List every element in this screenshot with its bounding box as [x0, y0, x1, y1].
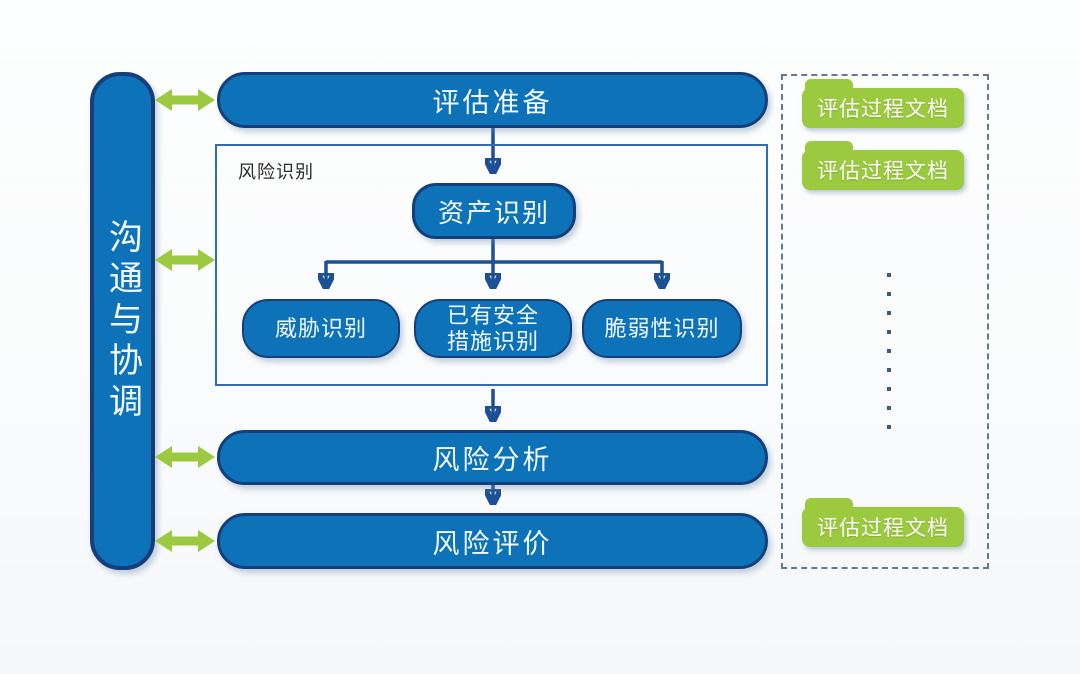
- asset-identification-label: 资产识别: [437, 197, 550, 228]
- process-document-folder-icon: 评估过程文档: [802, 79, 964, 128]
- asset-identification-node: 资产识别: [412, 183, 576, 239]
- communication-coordination-label: 沟通与协调: [103, 218, 142, 424]
- process-document-folder-icon: 评估过程文档: [802, 498, 964, 547]
- vulnerability-identification-label: 脆弱性识别: [604, 315, 720, 341]
- threat-identification-node: 威胁识别: [242, 299, 400, 358]
- risk-evaluation-node: 风险评价: [217, 513, 768, 569]
- existing-measures-identification-node: 已有安全 措施识别: [414, 299, 572, 358]
- bidirectional-arrow-icon: [154, 443, 216, 471]
- bidirectional-arrow-icon: [154, 246, 216, 274]
- risk-identification-group: [215, 144, 768, 386]
- vulnerability-identification-node: 脆弱性识别: [582, 299, 742, 358]
- risk-analysis-node: 风险分析: [217, 430, 768, 485]
- process-documents-panel: [781, 74, 989, 569]
- process-document-label: 评估过程文档: [817, 98, 949, 121]
- process-document-label: 评估过程文档: [817, 160, 949, 183]
- assessment-preparation-label: 评估准备: [432, 87, 553, 118]
- risk-analysis-label: 风险分析: [432, 445, 553, 475]
- risk-evaluation-label: 风险评价: [432, 528, 553, 559]
- communication-coordination-bar: 沟通与协调: [90, 72, 155, 570]
- process-document-label: 评估过程文档: [817, 517, 949, 540]
- process-document-folder-icon: 评估过程文档: [802, 141, 964, 190]
- bidirectional-arrow-icon: [154, 527, 216, 555]
- bidirectional-arrow-icon: [154, 86, 216, 114]
- threat-identification-label: 威胁识别: [274, 315, 367, 341]
- existing-measures-label-line1: 已有安全: [446, 302, 539, 328]
- risk-identification-group-label: 风险识别: [238, 162, 314, 182]
- continuation-dots: [887, 273, 891, 431]
- assessment-preparation-node: 评估准备: [217, 72, 768, 128]
- existing-measures-label-line2: 措施识别: [446, 328, 539, 354]
